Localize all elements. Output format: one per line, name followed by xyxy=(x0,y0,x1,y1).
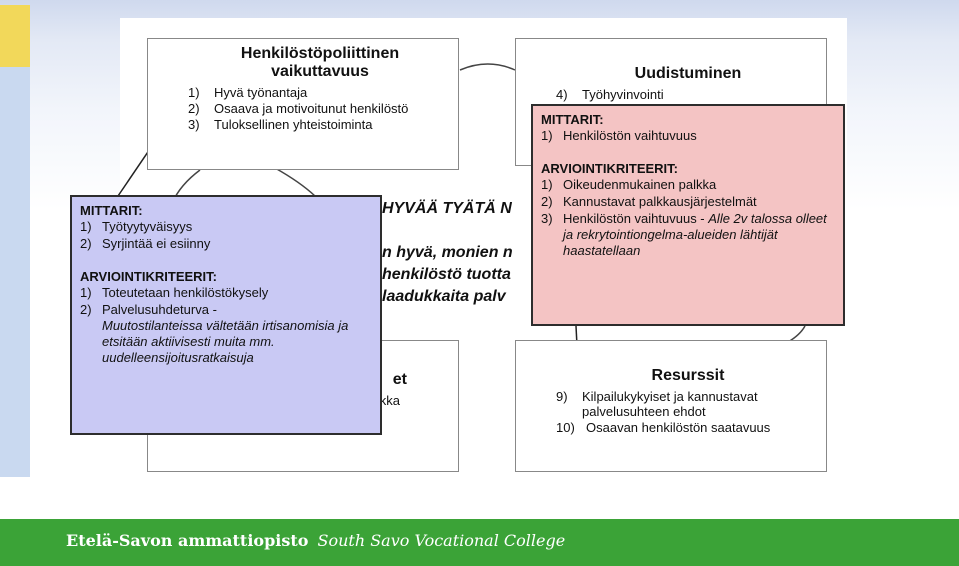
center-text-line: laadukkaita palv xyxy=(382,288,506,305)
list-item: 9)Kilpailukykyiset ja kannustavat palvel… xyxy=(556,389,758,419)
center-text-line: n hyvä, monien n xyxy=(382,244,513,261)
callout-pink-criteria-heading: ARVIOINTIKRITEERIT: xyxy=(541,161,678,176)
footer-bar xyxy=(0,519,959,566)
footer-name-en: South Savo Vocational College xyxy=(317,531,566,550)
list-item: 2)Kannustavat palkkausjärjestelmät xyxy=(541,194,757,209)
list-item: 2)Palvelusuhdeturva -Muutostilanteissa v… xyxy=(80,302,349,365)
list-item: 10)Osaavan henkilöstön saatavuus xyxy=(556,420,771,435)
list-item: 3)Henkilöstön vaihtuvuus - Alle 2v talos… xyxy=(541,211,827,258)
footer-brand: Etelä-Savon ammattiopisto South Savo Voc… xyxy=(66,531,565,550)
list-item: 1)Oikeudenmukainen palkka xyxy=(541,177,717,192)
box-resources-list: 9)Kilpailukykyiset ja kannustavat palvel… xyxy=(556,389,820,435)
callout-blue-criteria: 1)Toteutetaan henkilöstökysely 2)Palvelu… xyxy=(80,285,372,366)
list-item: 1)Hyvä työnantaja xyxy=(188,85,308,100)
box-resources: Resurssit 9)Kilpailukykyiset ja kannusta… xyxy=(515,340,827,472)
callout-pink-criteria: 1)Oikeudenmukainen palkka 2)Kannustavat … xyxy=(541,177,835,259)
box-hr-effectiveness: Henkilöstöpoliittinen vaikuttavuus 1)Hyv… xyxy=(147,38,459,170)
box-resources-title: Resurssit xyxy=(651,367,725,384)
center-text-line: henkilöstö tuotta xyxy=(382,266,511,283)
callout-blue-criteria-heading: ARVIOINTIKRITEERIT: xyxy=(80,269,217,284)
box-hr-title: Henkilöstöpoliittinen vaikuttavuus xyxy=(240,45,400,80)
list-item: 1)Työtyytyväisyys xyxy=(80,219,193,234)
callout-pink: MITTARIT: 1)Henkilöstön vaihtuvuus ARVIO… xyxy=(531,104,845,326)
list-item: 4)Työhyvinvointi xyxy=(556,87,664,102)
box-bottom-left-item: kka xyxy=(379,393,400,408)
list-item: 1)Toteutetaan henkilöstökysely xyxy=(80,285,269,300)
callout-blue-meters-heading: MITTARIT: xyxy=(80,203,143,218)
callout-pink-meters-heading: MITTARIT: xyxy=(541,112,604,127)
criteria-detail: Alle 2v talossa olleet ja rekrytointiong… xyxy=(563,211,827,258)
callout-pink-meters: 1)Henkilöstön vaihtuvuus xyxy=(541,128,835,144)
left-accent-bar xyxy=(0,5,30,477)
box-renewal-title: Uudistuminen xyxy=(634,65,742,82)
footer-name-fi: Etelä-Savon ammattiopisto xyxy=(66,531,309,550)
callout-blue-meters: 1)Työtyytyväisyys 2)Syrjintää ei esiinny xyxy=(80,219,372,252)
box-renewal-list: 4)Työhyvinvointi xyxy=(556,87,820,102)
center-heading: HYVÄÄ TYÄTÄ N xyxy=(382,200,512,217)
box-bottom-left-title: et xyxy=(392,371,407,388)
list-item: 2)Osaava ja motivoitunut henkilöstö xyxy=(188,101,409,116)
list-item: 2)Syrjintää ei esiinny xyxy=(80,236,211,251)
list-item: 1)Henkilöstön vaihtuvuus xyxy=(541,128,697,143)
list-item: 3)Tuloksellinen yhteistoiminta xyxy=(188,117,373,132)
callout-blue: MITTARIT: 1)Työtyytyväisyys 2)Syrjintää … xyxy=(70,195,382,435)
criteria-detail: Muutostilanteissa vältetään irtisanomisi… xyxy=(102,318,349,365)
box-hr-list: 1)Hyvä työnantaja 2)Osaava ja motivoitun… xyxy=(188,85,452,132)
